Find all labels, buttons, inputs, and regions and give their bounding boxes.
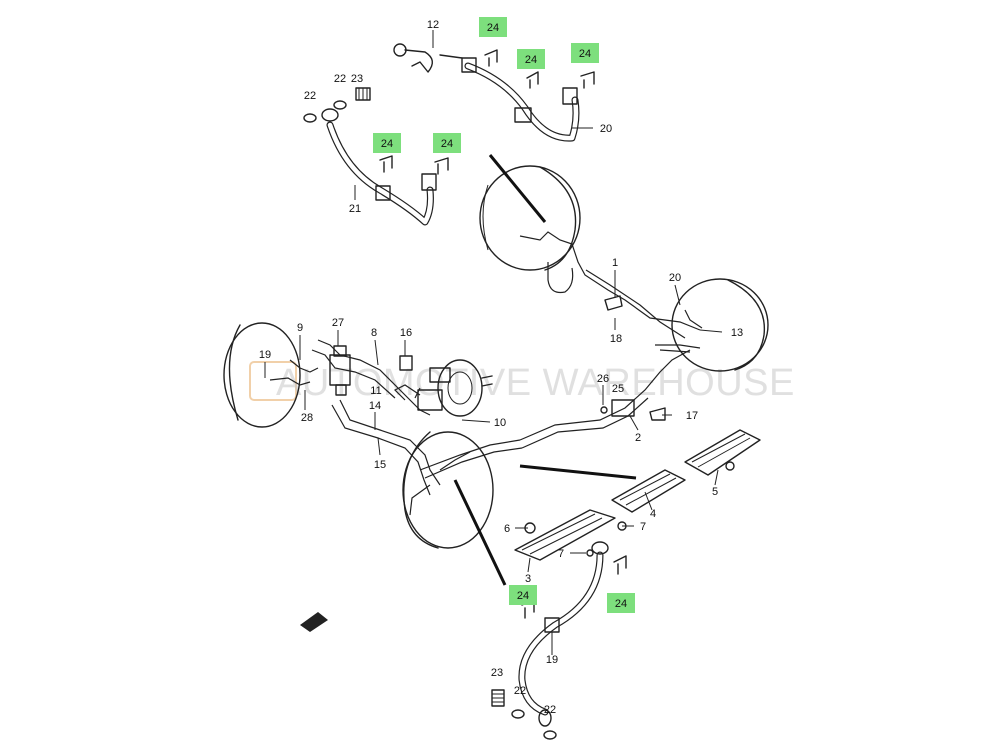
label-24: 24 xyxy=(579,48,591,60)
label-2: 2 xyxy=(635,432,641,444)
washer-22-top xyxy=(333,100,347,110)
label-15: 15 xyxy=(374,459,386,471)
clip-24-highlights xyxy=(373,17,635,613)
label-22: 22 xyxy=(544,704,556,716)
label-1: 1 xyxy=(612,257,618,269)
watermark: AUTOMOTIVE WAREHOUSE xyxy=(249,361,795,404)
label-19: 19 xyxy=(546,654,558,666)
front-left-disc xyxy=(223,322,301,428)
label-27: 27 xyxy=(332,317,344,329)
label-21: 21 xyxy=(349,203,361,215)
label-12: 12 xyxy=(427,19,439,31)
label-3: 3 xyxy=(525,573,531,585)
label-6: 6 xyxy=(504,523,510,535)
label-22: 22 xyxy=(334,73,346,85)
brake-pipes xyxy=(269,231,703,516)
bolt-23-bottom xyxy=(491,689,505,707)
label-26: 26 xyxy=(597,373,609,385)
label-22: 22 xyxy=(514,685,526,697)
label-28: 28 xyxy=(301,412,313,424)
front-hose-21 xyxy=(321,108,437,226)
valve-27 xyxy=(329,345,351,396)
clip-24-shapes xyxy=(379,49,627,619)
label-7: 7 xyxy=(558,548,564,560)
washer-22-bottom-b xyxy=(543,730,557,740)
washer-22-left xyxy=(303,113,317,123)
label-5: 5 xyxy=(712,486,718,498)
protector-5 xyxy=(684,429,761,476)
front-hose-20 xyxy=(393,43,580,142)
front-direction-arrow-icon xyxy=(300,612,328,632)
label-4: 4 xyxy=(650,508,656,520)
washer-22-bottom-a xyxy=(511,709,525,719)
label-14: 14 xyxy=(369,400,381,412)
label-11: 11 xyxy=(370,385,381,397)
label-20: 20 xyxy=(600,123,612,135)
label-24: 24 xyxy=(441,138,453,150)
clamp-18 xyxy=(604,295,623,311)
label-22: 22 xyxy=(304,90,316,102)
part-labels: 24 24 24 24 24 24 24 12 20 23 22 22 21 1… xyxy=(259,19,743,716)
label-10: 10 xyxy=(494,417,506,429)
label-16: 16 xyxy=(400,327,412,339)
rear-right-drum xyxy=(479,165,581,271)
label-9: 9 xyxy=(297,322,303,334)
label-17: 17 xyxy=(686,410,698,422)
label-7: 7 xyxy=(640,521,646,533)
label-19: 19 xyxy=(259,349,271,361)
label-24: 24 xyxy=(517,590,529,602)
label-8: 8 xyxy=(371,327,377,339)
fitting-16 xyxy=(399,355,413,371)
label-23: 23 xyxy=(351,73,363,85)
label-24: 24 xyxy=(381,138,393,150)
protector-4 xyxy=(611,469,686,513)
junction-25 xyxy=(600,399,635,417)
bolt-23-top xyxy=(355,87,371,101)
leader-lines xyxy=(264,30,723,655)
label-20: 20 xyxy=(669,272,681,284)
label-24: 24 xyxy=(487,22,499,34)
label-24: 24 xyxy=(615,598,627,610)
clamp-17 xyxy=(649,407,666,421)
master-cylinder-booster xyxy=(417,359,493,417)
label-25: 25 xyxy=(612,383,624,395)
rear-left-drum xyxy=(402,431,494,549)
label-23: 23 xyxy=(491,667,503,679)
label-24: 24 xyxy=(525,54,537,66)
label-13: 13 xyxy=(731,327,743,339)
watermark-text: AUTOMOTIVE WAREHOUSE xyxy=(276,362,795,404)
pointer-lines xyxy=(453,154,637,586)
front-right-disc xyxy=(671,278,769,372)
protector-3 xyxy=(514,509,616,561)
rear-hose-19 xyxy=(518,541,609,727)
label-18: 18 xyxy=(610,333,622,345)
